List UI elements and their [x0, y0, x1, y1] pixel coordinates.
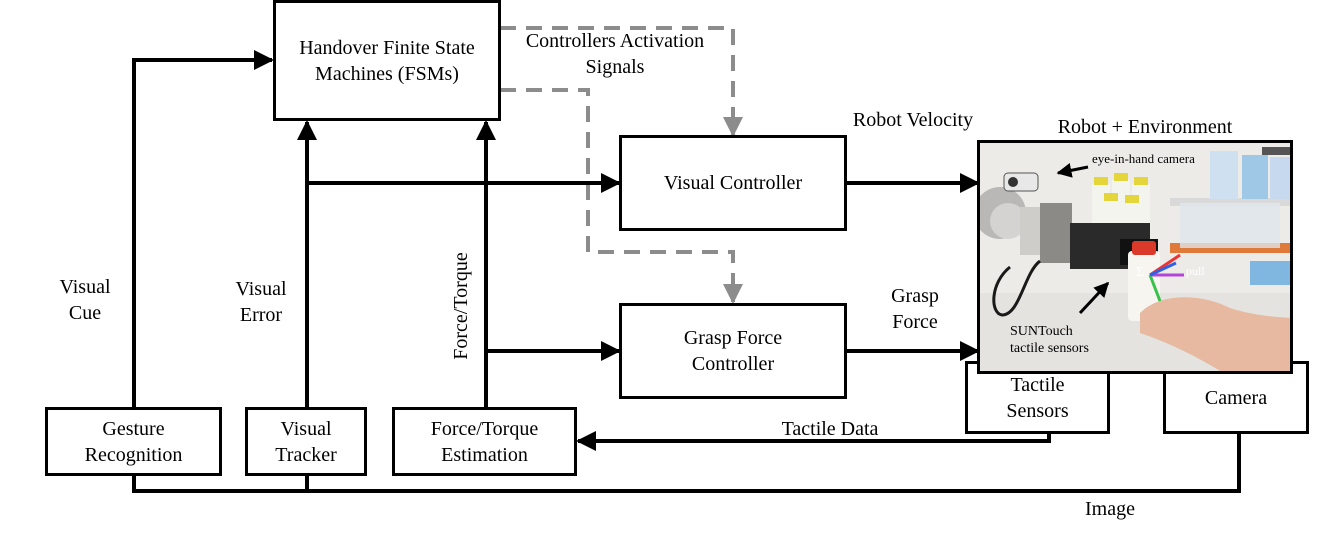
tactile-data-label: Tactile Data	[781, 418, 879, 440]
visual-cue-label: Visual Cue	[45, 274, 125, 326]
camera-label: Camera	[1204, 386, 1268, 409]
pull-label: pull	[1186, 264, 1205, 278]
visual-controller-box: Visual Controller	[619, 135, 847, 231]
robot-environment-photo: eye-in-hand camera pull Σ SUNTouch tacti…	[977, 140, 1293, 374]
force-torque-estimation-box: Force/Torque Estimation	[392, 407, 577, 476]
visual-cue-line-1: Visual	[59, 276, 111, 298]
suntouch-line-2: tactile sensors	[1010, 341, 1089, 356]
grasp-controller-line-1: Grasp Force	[683, 327, 783, 349]
image-label: Image	[1085, 498, 1135, 520]
visual-controller-label: Visual Controller	[663, 172, 803, 194]
ft-estimation-line-2: Estimation	[441, 443, 528, 466]
tactile-line-1: Tactile	[1010, 373, 1065, 396]
suntouch-label: SUNTouch tactile sensors	[1010, 323, 1089, 357]
grasp-force-controller-box: Grasp Force Controller	[619, 303, 847, 399]
robot-environment-label: Robot + Environment	[1057, 116, 1233, 138]
visual-tracker-box: Visual Tracker	[245, 407, 367, 476]
image-bus-line	[132, 433, 1241, 493]
grasp-force-label: Grasp Force	[870, 283, 960, 335]
activation-line-1: Controllers Activation	[525, 30, 705, 52]
fsm-line-2: Machines (FSMs)	[315, 62, 459, 85]
gesture-recognition-box: Gesture Recognition	[45, 407, 222, 476]
gesture-line-2: Recognition	[84, 443, 183, 466]
tracker-line-2: Tracker	[275, 443, 337, 466]
activation-line-2: Signals	[585, 56, 645, 78]
robot-scene-illustration	[980, 143, 1290, 371]
suntouch-line-1: SUNTouch	[1010, 324, 1073, 339]
controllers-activation-label: Controllers Activation Signals	[510, 28, 720, 80]
grasp-force-line-2: Force	[892, 311, 938, 333]
eye-in-hand-camera-label: eye-in-hand camera	[1092, 151, 1195, 166]
gesture-line-1: Gesture	[102, 417, 165, 440]
grasp-force-line-1: Grasp	[891, 285, 939, 307]
force-torque-label: Force/Torque	[450, 252, 472, 360]
tactile-data-arrow	[576, 431, 1051, 451]
sigma-label: Σ	[1136, 265, 1145, 280]
fsm-line-1: Handover Finite State	[299, 36, 475, 59]
robot-velocity-label: Robot Velocity	[852, 109, 974, 131]
tracker-line-1: Visual	[280, 417, 332, 440]
fsm-box: Handover Finite State Machines (FSMs)	[273, 0, 501, 121]
visual-cue-line-2: Cue	[68, 302, 102, 324]
grasp-controller-line-2: Controller	[691, 353, 775, 375]
ft-estimation-line-1: Force/Torque	[430, 417, 539, 440]
tactile-line-2: Sensors	[1006, 399, 1069, 422]
visual-error-label: Visual Error	[221, 276, 301, 328]
activation-signal-to-grasp-controller	[500, 88, 743, 304]
visual-cue-arrow	[132, 50, 274, 408]
visual-error-line-1: Visual	[235, 278, 287, 300]
visual-error-line-2: Error	[239, 304, 283, 326]
